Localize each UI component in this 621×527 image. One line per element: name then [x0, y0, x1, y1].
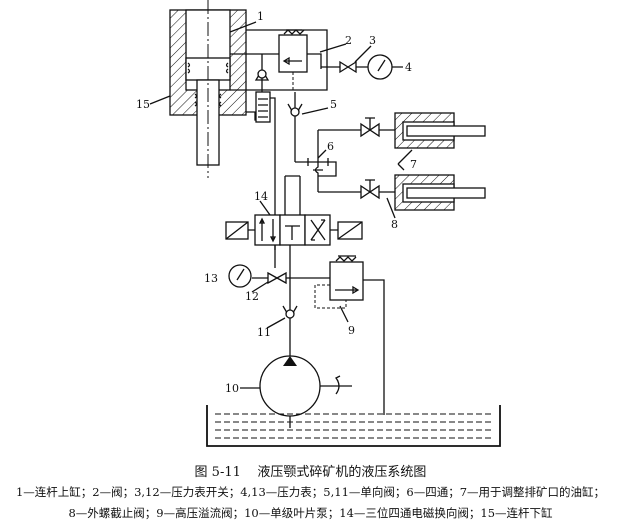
check-valve-cylinder — [254, 54, 271, 123]
label-9: 9 — [348, 324, 355, 337]
label-5: 5 — [330, 98, 337, 111]
label-2: 2 — [345, 34, 352, 47]
label-13: 13 — [204, 272, 218, 285]
check-valve-11 — [282, 305, 298, 320]
label-12: 12 — [245, 290, 259, 303]
adjusting-cylinder-7-top — [394, 112, 486, 149]
label-4: 4 — [405, 61, 412, 74]
label-10: 10 — [225, 382, 239, 395]
gauge-switch-3 — [339, 60, 357, 74]
label-11: 11 — [257, 326, 271, 339]
label-8: 8 — [391, 218, 398, 231]
label-6: 6 — [327, 140, 334, 153]
valve-2 — [278, 29, 308, 92]
figure-legend-line-2: 8—外螺截止阀；9—高压溢流阀；10—单级叶片泵；14—三位四通电磁换向阀；15… — [68, 506, 553, 520]
gauge-switch-12 — [267, 271, 287, 285]
label-14: 14 — [254, 190, 268, 203]
adjusting-cylinder-7-bottom — [394, 174, 486, 211]
label-15: 15 — [136, 98, 150, 111]
label-7: 7 — [410, 158, 417, 171]
stop-valve-8-bottom — [360, 179, 395, 200]
vane-pump-10 — [259, 355, 352, 428]
four-way-joint-6 — [295, 129, 361, 193]
figure-title: 液压颚式碎矿机的液压系统图 — [257, 465, 427, 480]
directional-valve-14 — [225, 214, 363, 246]
label-1: 1 — [257, 10, 264, 23]
relief-valve-9 — [314, 255, 385, 415]
pressure-gauge-13 — [228, 264, 252, 288]
pressure-gauge-4 — [367, 54, 393, 80]
hydraulic-system-diagram: 1 2 3 4 5 6 7 8 9 10 11 12 13 14 15 — [136, 0, 501, 447]
figure-caption-title: 图 5-11 液压颚式碎矿机的液压系统图 — [0, 461, 621, 480]
connecting-rod-cylinder — [169, 0, 247, 178]
check-valve-5 — [287, 92, 303, 162]
stop-valve-8-top — [360, 117, 395, 138]
oil-tank — [206, 405, 501, 447]
figure-number: 图 5-11 — [194, 465, 241, 480]
figure-legend-line-1: 1—连杆上缸；2—阀；3,12—压力表开关；4,13—压力表；5,11—单向阀；… — [15, 485, 606, 499]
label-3: 3 — [369, 34, 376, 47]
